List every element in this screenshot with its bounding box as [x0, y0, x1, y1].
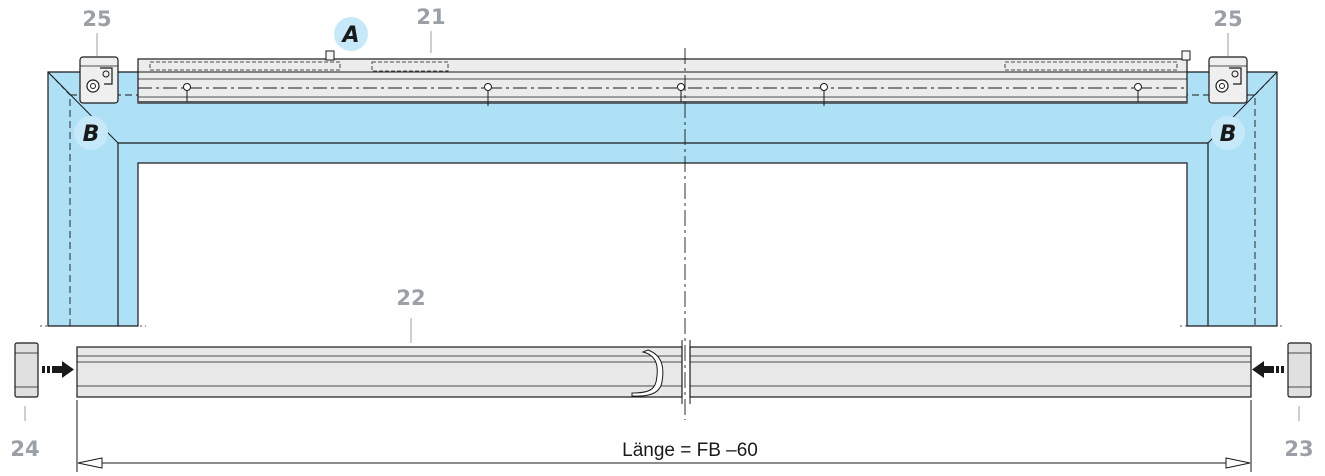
frame-dashed-miter-left [47, 71, 71, 96]
marker-b-right: B [1211, 116, 1245, 150]
end-cap-right [1287, 342, 1312, 398]
screw-icon [820, 83, 828, 106]
arrow-left-icon [1252, 361, 1284, 378]
rail-mechanism-mid [371, 61, 449, 72]
frame-dashed-miter-right [1254, 71, 1278, 96]
rail-mechanism-right [1004, 61, 1178, 71]
svg-text:B: B [1220, 122, 1237, 147]
dimension-arrowhead-right [1225, 457, 1251, 469]
svg-text:B: B [83, 122, 100, 147]
screw-icon [677, 83, 685, 102]
end-cap-left [14, 342, 39, 398]
screw-icon [484, 83, 492, 106]
svg-text:A: A [340, 23, 359, 48]
screw-icon [1134, 83, 1142, 102]
frame-left-outer [47, 71, 1278, 327]
profile-section-curve [631, 349, 664, 397]
callout-22: 22 [396, 286, 425, 310]
screw-icon [183, 83, 191, 102]
door-frame [40, 71, 1285, 327]
callout-23: 23 [1284, 437, 1313, 461]
marker-b-left: B [74, 116, 108, 150]
callout-leaders [24, 31, 1300, 421]
marker-a: A [334, 17, 368, 51]
callout-21: 21 [416, 5, 445, 29]
end-bracket-left [79, 56, 119, 104]
dimension-line: Länge = FB –60 [76, 400, 1252, 472]
end-bracket-right [1208, 56, 1248, 104]
mounting-rail [137, 50, 1191, 106]
profile-left-part [76, 346, 683, 398]
callout-25-left: 25 [82, 7, 111, 31]
rail-pin-a [325, 50, 335, 61]
callout-25-right: 25 [1213, 7, 1242, 31]
cover-profile [76, 340, 1252, 404]
rail-pin-right [1181, 50, 1191, 61]
dimension-arrowhead-left [77, 457, 103, 469]
dimension-label: Länge = FB –60 [622, 440, 758, 461]
rail-screws [183, 83, 1142, 106]
callout-24: 24 [10, 437, 39, 461]
bracket-bolt-icon [1215, 79, 1229, 93]
profile-right-part [689, 346, 1252, 398]
rail-body [137, 58, 1188, 104]
rail-mechanism-left [149, 61, 341, 71]
arrow-right-icon [42, 361, 74, 378]
frame-inner-edge [117, 142, 1209, 326]
frame-dashed-rebate [69, 94, 1256, 326]
bracket-bolt-icon [86, 79, 100, 93]
